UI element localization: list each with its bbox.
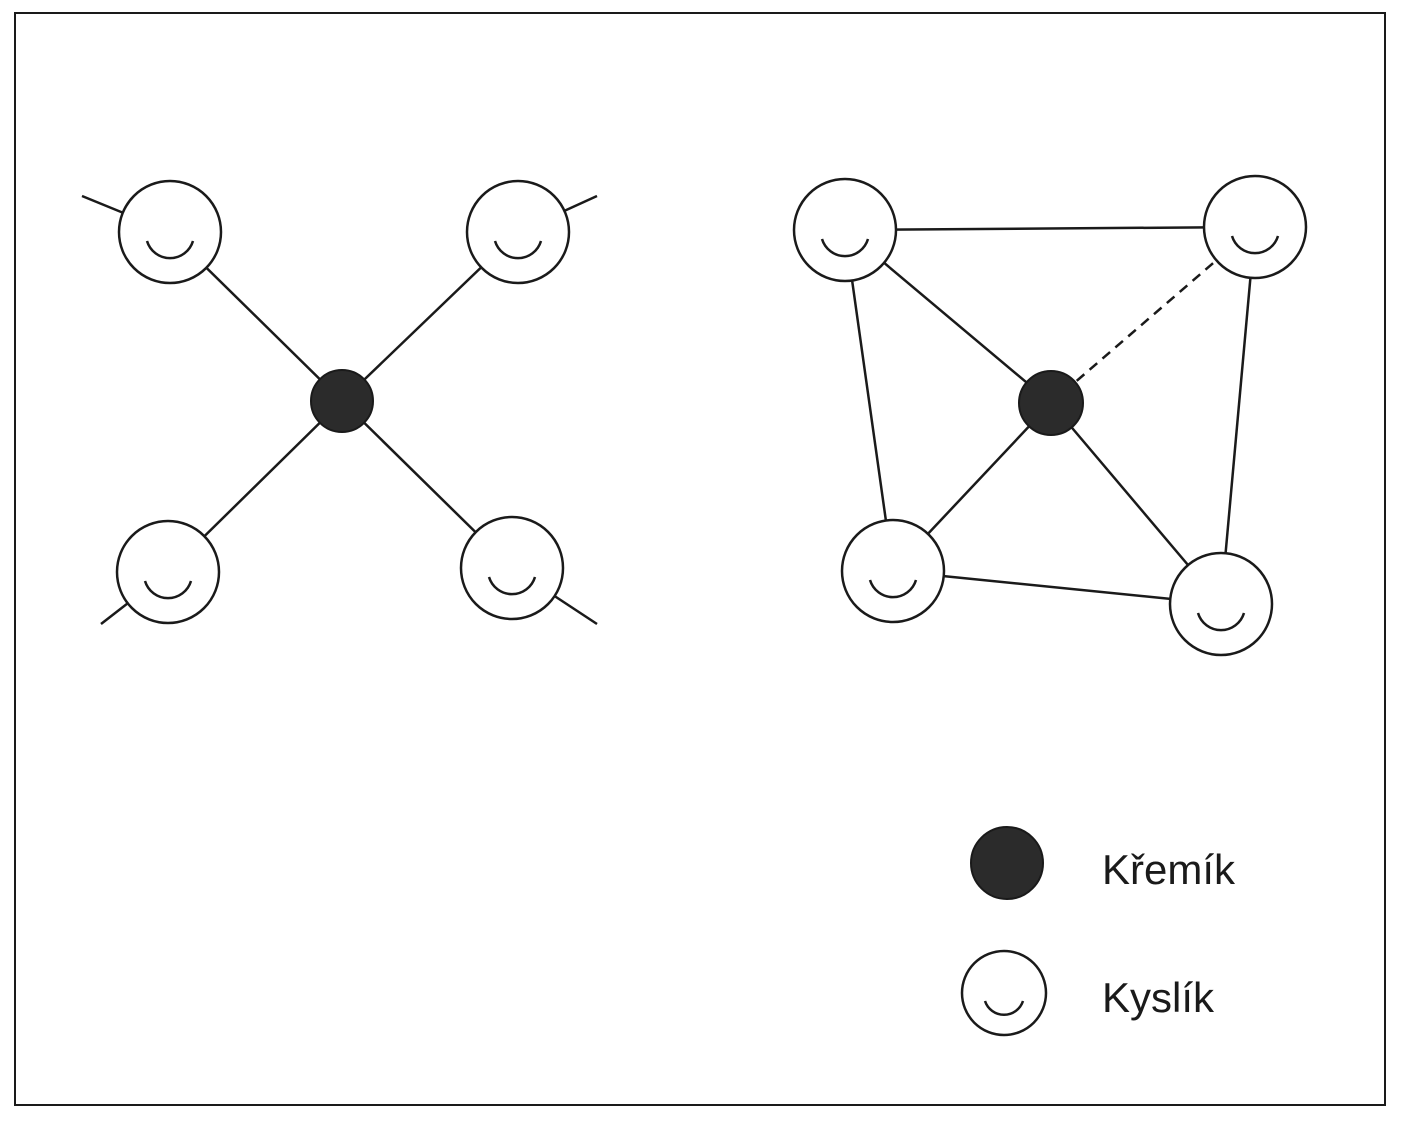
oxygen-atom bbox=[1168, 551, 1274, 657]
oxygen-atom bbox=[465, 179, 571, 285]
oxygen-atom bbox=[840, 518, 946, 624]
oxygen-atom bbox=[117, 179, 223, 285]
edge-line bbox=[844, 225, 1256, 232]
edge-line bbox=[843, 229, 895, 572]
legend-silicon-icon bbox=[970, 826, 1044, 900]
edge-line bbox=[892, 569, 1222, 606]
legend-label-oxygen: Kyslík bbox=[1102, 974, 1215, 1021]
oxygen-atom bbox=[1202, 174, 1308, 280]
silicon-atom bbox=[310, 369, 374, 433]
diagram-frame bbox=[14, 12, 1386, 1106]
legend-label-silicon: Křemík bbox=[1102, 846, 1236, 893]
oxygen-atom bbox=[115, 519, 221, 625]
legend bbox=[960, 826, 1048, 1037]
silicon-atom bbox=[1018, 370, 1084, 436]
edge-line bbox=[1219, 226, 1257, 605]
oxygen-atom bbox=[792, 177, 898, 283]
legend-oxygen-icon bbox=[960, 949, 1048, 1037]
right-structure bbox=[792, 174, 1308, 657]
left-structure bbox=[81, 179, 598, 626]
oxygen-atom bbox=[459, 515, 565, 621]
